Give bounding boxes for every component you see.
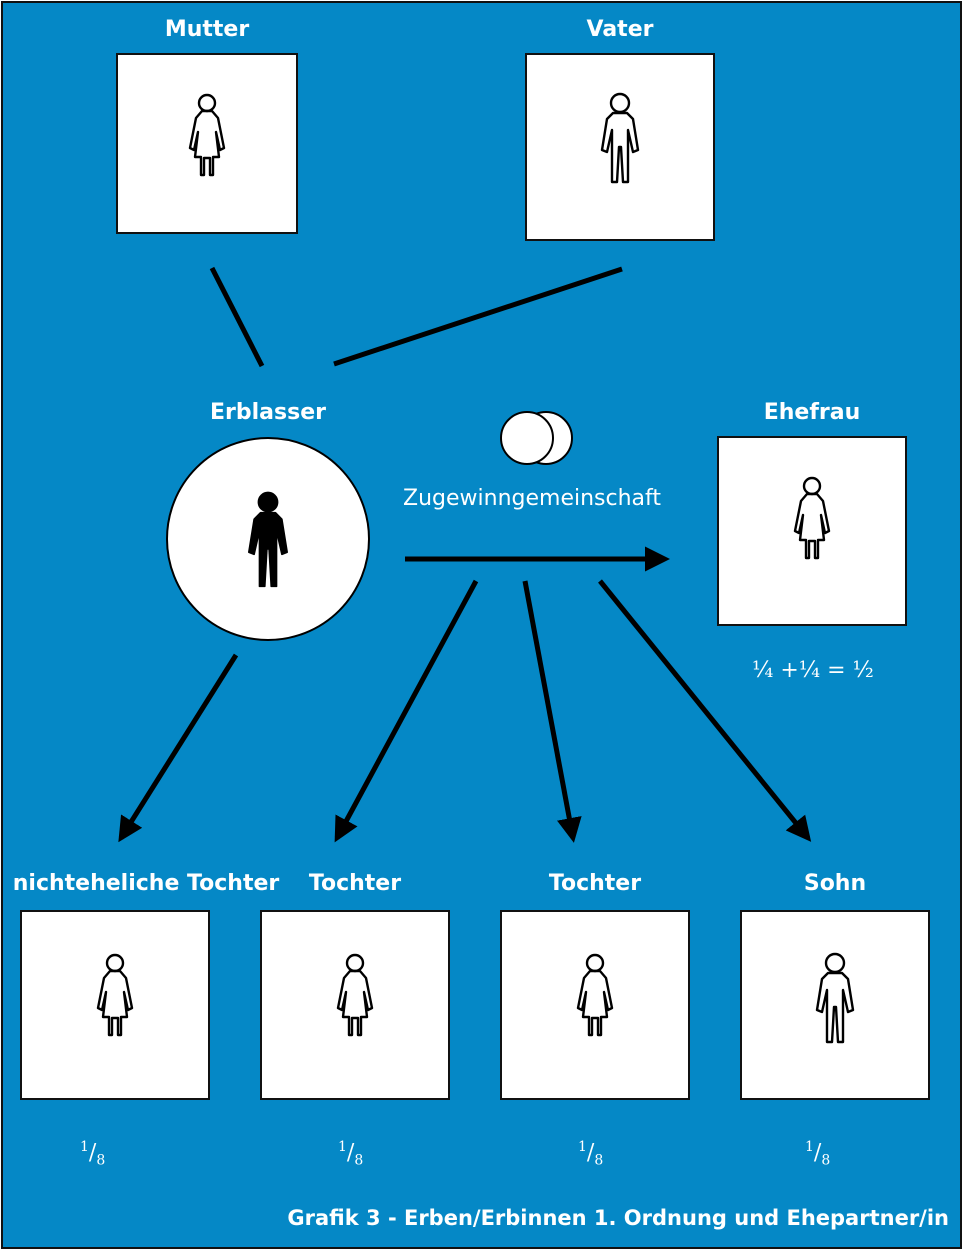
share-numerator: 1 xyxy=(338,1139,347,1155)
child-label-tochter-2: Tochter xyxy=(548,871,642,896)
child-share-sohn: 1/8 xyxy=(805,1139,831,1169)
female-outline-icon xyxy=(793,476,831,560)
share-denominator: 8 xyxy=(96,1152,106,1169)
female-outline-icon xyxy=(336,953,374,1037)
share-numerator: 1 xyxy=(80,1139,89,1155)
share-numerator: 1 xyxy=(578,1139,587,1155)
female-outline-icon xyxy=(576,953,614,1037)
father-box xyxy=(525,53,715,241)
child-share-nichteheliche-tochter: 1/8 xyxy=(80,1139,106,1169)
male-filled-icon xyxy=(248,491,289,588)
child-box-sohn xyxy=(740,910,930,1100)
link-mother-erblasser xyxy=(209,266,265,368)
erblasser-circle xyxy=(166,437,370,641)
male-outline-icon xyxy=(600,92,640,184)
share-denominator: 8 xyxy=(354,1152,364,1169)
ehefrau-box xyxy=(717,436,907,626)
child-box-nichteheliche-tochter xyxy=(20,910,210,1100)
figure-caption: Grafik 3 - Erben/Erbinnen 1. Ordnung und… xyxy=(287,1206,949,1230)
arrow-to-nichteheliche-tochter xyxy=(118,653,239,843)
arrow-to-tochter-1 xyxy=(334,579,479,843)
rings-icon xyxy=(500,411,573,465)
mother-box xyxy=(116,53,298,234)
child-box-tochter-1 xyxy=(260,910,450,1100)
share-numerator: 1 xyxy=(805,1139,814,1155)
mother-label: Mutter xyxy=(164,17,250,42)
female-outline-icon xyxy=(96,953,134,1037)
share-denominator: 8 xyxy=(594,1152,604,1169)
father-label: Vater xyxy=(586,17,654,42)
link-father-erblasser xyxy=(333,266,623,367)
child-share-tochter-1: 1/8 xyxy=(338,1139,364,1169)
marriage-label: Zugewinngemeinschaft xyxy=(403,486,661,511)
child-share-tochter-2: 1/8 xyxy=(578,1139,604,1169)
ehefrau-label: Ehefrau xyxy=(763,400,861,425)
child-label-tochter-1: Tochter xyxy=(308,871,402,896)
erblasser-label: Erblasser xyxy=(210,400,326,425)
male-outline-icon xyxy=(815,952,855,1044)
ehefrau-share: ¼ +¼ = ½ xyxy=(752,658,874,683)
share-denominator: 8 xyxy=(821,1152,831,1169)
arrow-to-sohn xyxy=(598,579,812,842)
arrow-to-tochter-2 xyxy=(522,580,582,843)
child-label-nichteheliche-tochter: nichteheliche Tochter xyxy=(12,871,280,896)
female-outline-icon xyxy=(188,93,226,177)
child-box-tochter-2 xyxy=(500,910,690,1100)
child-label-sohn: Sohn xyxy=(803,871,867,896)
